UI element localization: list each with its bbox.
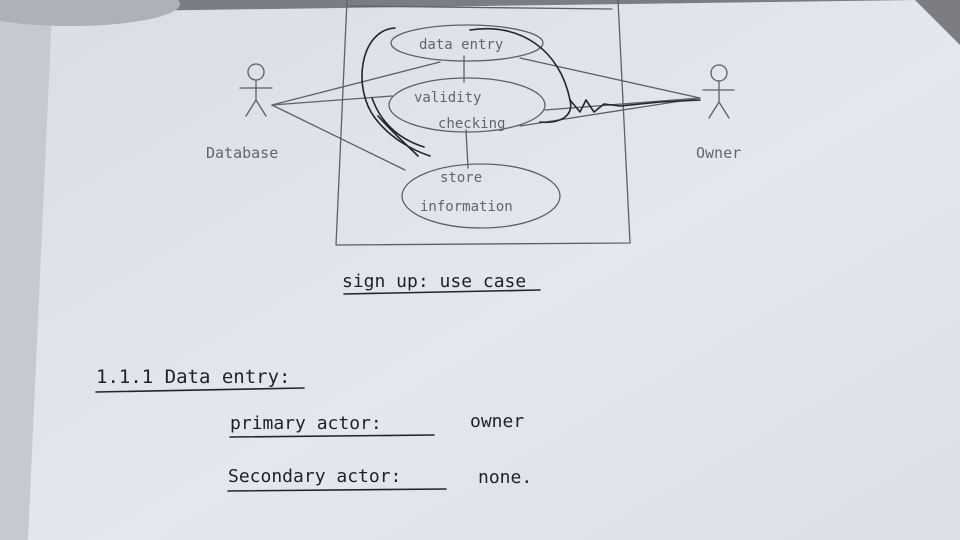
section-heading: 1.1.1 Data entry: [96, 366, 290, 388]
use-case-validity-checking [388, 77, 546, 133]
section-heading-underline [95, 387, 305, 393]
use-case-validity-line1: validity [414, 90, 481, 106]
paper-sheet [28, 0, 960, 540]
overdrawn-flow-curves [361, 27, 701, 157]
caption-underline [343, 289, 541, 295]
paper-fold [0, 0, 180, 26]
owner-actor-label: Owner [696, 144, 741, 162]
secondary-actor-label: Secondary actor: [228, 466, 401, 487]
database-actor-figure [239, 63, 273, 117]
owner-actor-figure [702, 64, 735, 119]
secondary-actor-value: none. [478, 467, 532, 488]
primary-actor-value: owner [470, 411, 524, 432]
system-boundary [335, 0, 631, 246]
diagram-caption: sign up: use case [342, 271, 526, 292]
use-case-store-information-line2: information [420, 199, 513, 215]
use-case-validity-line2: checking [438, 116, 505, 132]
use-case-store-line1: store [440, 170, 482, 186]
use-case-data-entry [390, 24, 544, 62]
association-lines [271, 55, 701, 171]
use-case-store-information [401, 163, 561, 229]
primary-actor-label: primary actor: [230, 413, 382, 434]
secondary-actor-underline [227, 488, 447, 492]
database-actor-label: Database [206, 144, 278, 162]
primary-actor-underline [229, 434, 435, 438]
use-case-data-entry-label: data entry [419, 37, 503, 53]
